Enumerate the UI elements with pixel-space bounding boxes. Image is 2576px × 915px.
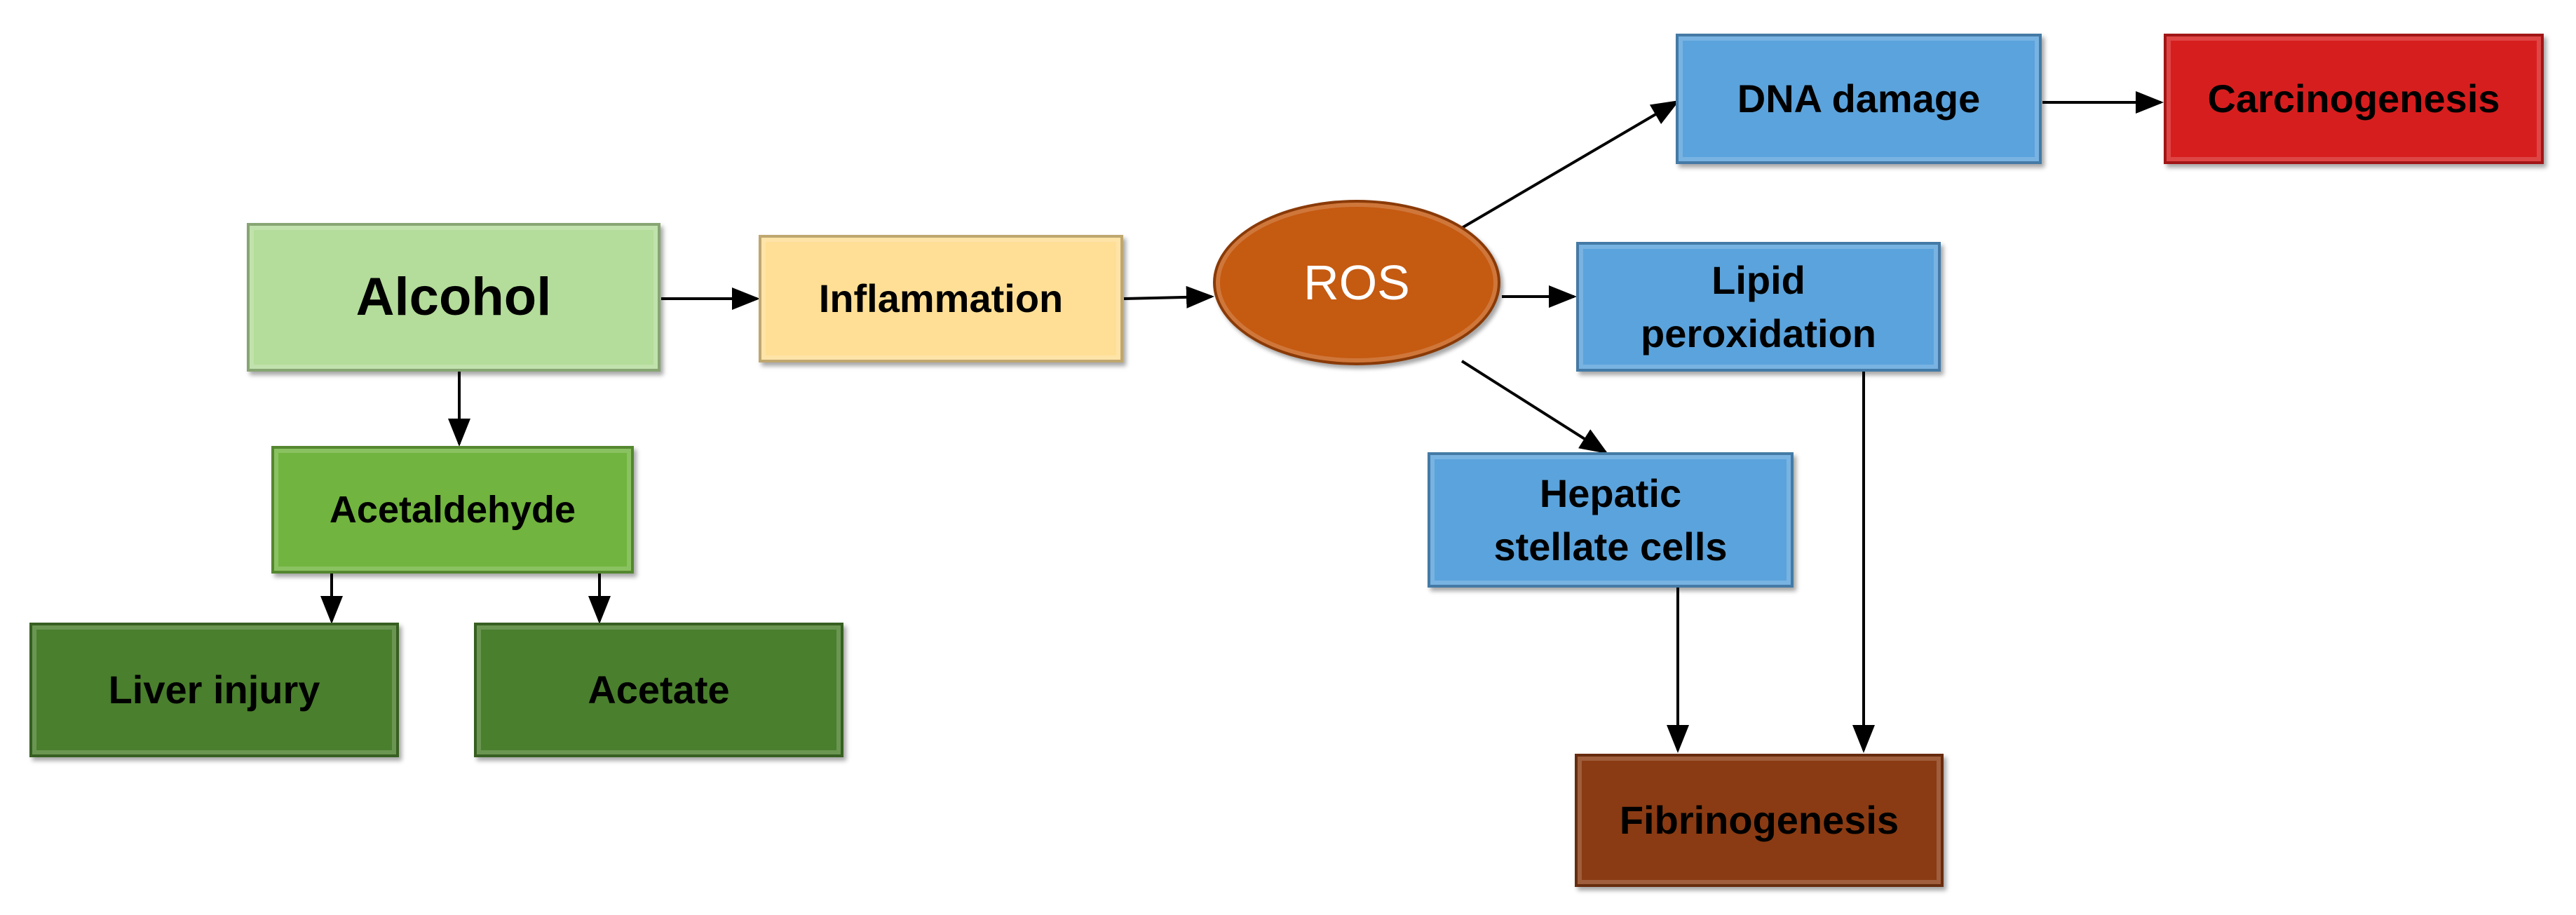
node-dna-damage-label: DNA damage <box>1737 76 1981 121</box>
node-acetate-label: Acetate <box>588 667 730 712</box>
node-acetaldehyde: Acetaldehyde <box>271 446 634 574</box>
node-inflammation-label: Inflammation <box>818 276 1064 321</box>
node-liver-injury: Liver injury <box>29 623 399 757</box>
node-hepatic-stellate-cells-label-line1: Hepatic <box>1539 470 1682 515</box>
node-fibrinogenesis: Fibrinogenesis <box>1575 754 1944 887</box>
node-hepatic-stellate-cells: Hepatic stellate cells <box>1428 452 1794 588</box>
node-acetaldehyde-label: Acetaldehyde <box>329 488 576 531</box>
node-acetate: Acetate <box>474 623 843 757</box>
node-lipid-peroxidation-label-line2: peroxidation <box>1640 311 1877 355</box>
node-liver-injury-label: Liver injury <box>108 667 320 712</box>
arrow-ros-to-hepatic-stellate-cells <box>1460 360 1608 454</box>
node-ros-label: ROS <box>1303 255 1410 310</box>
arrow-ros-to-dna-damage <box>1460 100 1680 229</box>
node-ros: ROS <box>1213 200 1500 365</box>
node-carcinogenesis: Carcinogenesis <box>2164 34 2544 164</box>
node-carcinogenesis-label: Carcinogenesis <box>2207 76 2500 121</box>
node-lipid-peroxidation-label-line1: Lipid <box>1711 257 1805 302</box>
node-inflammation: Inflammation <box>759 235 1123 362</box>
node-fibrinogenesis-label: Fibrinogenesis <box>1619 798 1899 843</box>
node-lipid-peroxidation: Lipid peroxidation <box>1576 242 1941 372</box>
node-alcohol-label: Alcohol <box>355 266 552 327</box>
node-hepatic-stellate-cells-label-line2: stellate cells <box>1493 524 1728 569</box>
arrow-inflammation-to-ros <box>1123 285 1214 309</box>
node-dna-damage: DNA damage <box>1676 34 2042 164</box>
node-alcohol: Alcohol <box>247 223 660 372</box>
